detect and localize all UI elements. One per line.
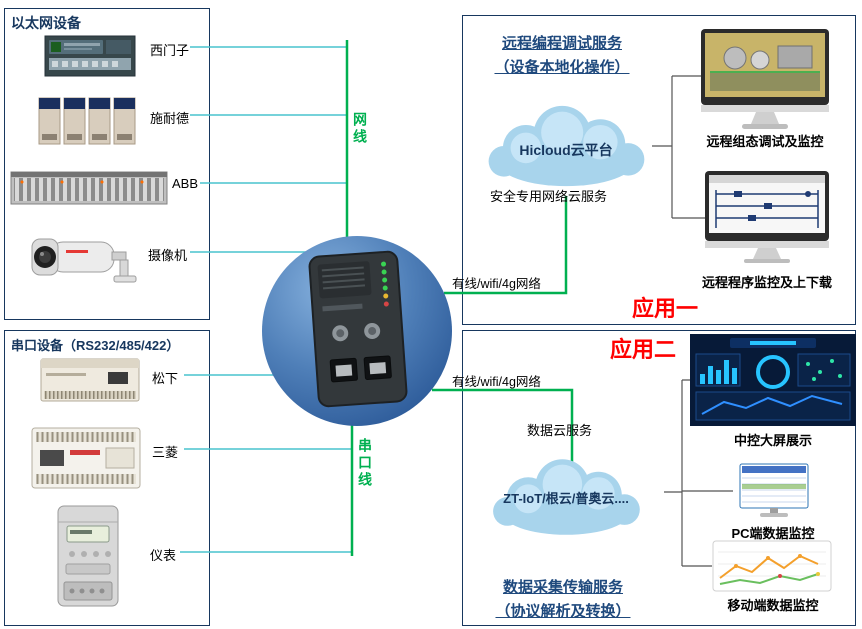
device-label-camera: 摄像机 — [148, 248, 188, 263]
app2-link-label: 有线/wifi/4g网络 — [452, 375, 541, 389]
device-label-mitsubishi: 三菱 — [152, 445, 179, 460]
device-label-siemens: 西门子 — [150, 43, 190, 58]
app1-title-line2: （设备本地化操作） — [494, 59, 630, 76]
app2-title: 数据采集传输服务 （协议解析及转换） — [468, 576, 658, 624]
app2-cloud-caption: 数据云服务 — [527, 423, 593, 438]
pc-monitor-image — [739, 463, 809, 517]
app2-title-line1: 数据采集传输服务 — [502, 579, 623, 596]
ethernet-box-title: 以太网设备 — [11, 15, 81, 31]
app1-item-label-0: 远程组态调试及监控 — [706, 134, 824, 149]
app2-item-label-1: PC端数据监控 — [731, 526, 815, 541]
mobile-chart-image — [712, 540, 832, 592]
schneider-plc-image — [38, 97, 136, 145]
app1-title: 远程编程调试服务 （设备本地化操作） — [472, 32, 652, 80]
ladder-monitor-image — [705, 171, 829, 263]
ethernet-cable-label: 网线 — [352, 112, 368, 146]
meter-image — [57, 505, 119, 607]
siemens-plc-image — [44, 35, 136, 77]
hicloud-label: Hicloud云平台 — [519, 142, 613, 158]
hicloud-cloud-icon — [488, 105, 645, 187]
app1-link-label: 有线/wifi/4g网络 — [452, 277, 541, 291]
device-label-panasonic: 松下 — [152, 371, 179, 386]
app2-item-label-2: 移动端数据监控 — [727, 598, 819, 613]
app2-title-line2: （协议解析及转换） — [495, 603, 631, 620]
device-label-meter: 仪表 — [150, 548, 177, 563]
iot-cloud-icon — [493, 459, 640, 535]
camera-image — [31, 238, 137, 283]
iot-gateway-icon — [308, 250, 408, 408]
app2-badge: 应用二 — [610, 337, 677, 362]
mitsubishi-plc-image — [31, 427, 141, 489]
app1-badge: 应用一 — [632, 296, 699, 321]
abb-plc-image — [10, 171, 168, 205]
scada-monitor-image — [701, 29, 829, 129]
big-screen-dashboard-image — [690, 334, 856, 426]
device-label-schneider: 施耐德 — [150, 111, 190, 126]
app2-item-label-0: 中控大屏展示 — [733, 433, 812, 448]
panasonic-plc-image — [40, 358, 140, 402]
iot-cloud-label: ZT-IoT/根云/普奥云.... — [503, 491, 629, 506]
app1-item-label-1: 远程程序监控及上下载 — [701, 275, 832, 290]
device-label-abb: ABB — [172, 176, 199, 191]
serial-cable-label: 串口线 — [357, 438, 373, 489]
serial-box-title: 串口设备（RS232/485/422） — [11, 338, 180, 353]
app1-cloud-caption: 安全专用网络云服务 — [490, 189, 608, 204]
app1-title-line1: 远程编程调试服务 — [501, 35, 622, 52]
